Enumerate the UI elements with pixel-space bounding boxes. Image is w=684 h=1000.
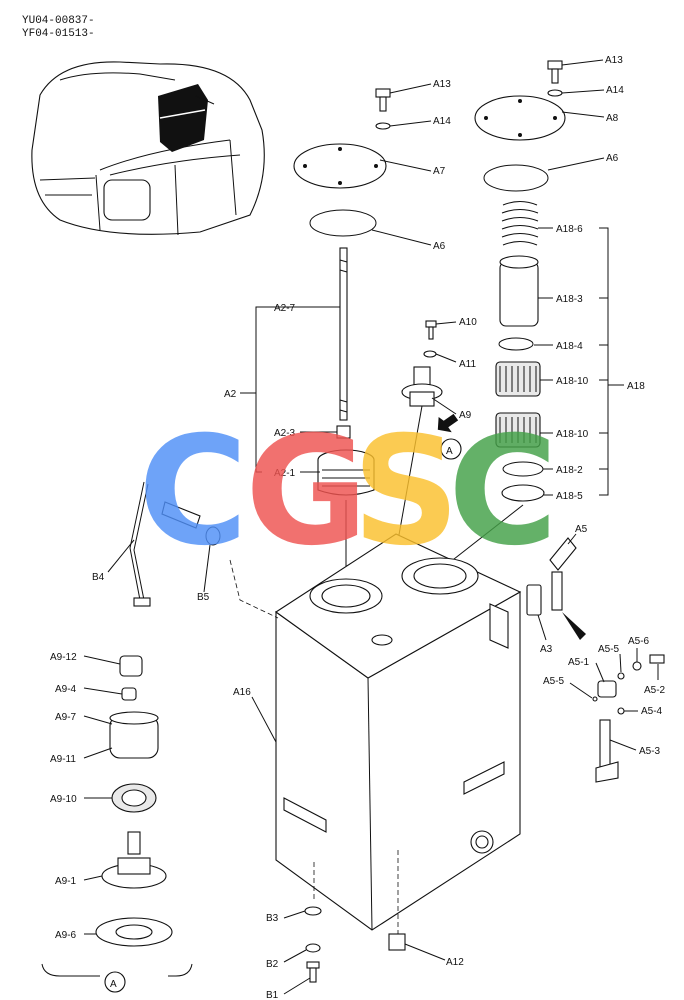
label-a9-6: A9-6 <box>55 930 77 941</box>
label-a14-mid: A14 <box>433 116 451 127</box>
label-a9-7: A9-7 <box>55 712 77 723</box>
watermark-letter-2: G <box>245 405 368 579</box>
label-a14-right: A14 <box>606 85 624 96</box>
label-a9: A9 <box>459 410 472 421</box>
label-a5-5-upper: A5-5 <box>598 644 620 655</box>
label-a2-3: A2-3 <box>274 428 296 439</box>
label-a13-mid: A13 <box>433 79 451 90</box>
label-a16: A16 <box>233 687 251 698</box>
label-a11: A11 <box>459 359 476 370</box>
label-a18-10-lower: A18-10 <box>556 429 589 440</box>
label-a12: A12 <box>446 957 464 968</box>
label-a5-6: A5-6 <box>628 636 650 647</box>
watermark: C G S C <box>138 405 558 579</box>
label-a5-3: A5-3 <box>639 746 661 757</box>
bracket-and-linkage <box>526 537 665 783</box>
label-a5-1: A5-1 <box>568 657 590 668</box>
label-a7: A7 <box>433 166 446 177</box>
detail-view-a: A <box>41 655 193 993</box>
label-b1: B1 <box>266 990 279 1000</box>
label-a18: A18 <box>627 381 645 392</box>
view-a-reference: A <box>446 446 453 457</box>
level-sensor-assembly <box>129 481 221 607</box>
label-a18-2: A18-2 <box>556 465 583 476</box>
return-filter-cover-assembly <box>293 88 391 237</box>
label-a2-1: A2-1 <box>274 468 296 479</box>
label-a9-4: A9-4 <box>55 684 77 695</box>
machine-overview-illustration <box>31 61 265 236</box>
label-a9-12: A9-12 <box>50 652 77 663</box>
label-a18-5: A18-5 <box>556 491 583 502</box>
drain-plug-parts <box>304 906 322 983</box>
label-a18-10-upper: A18-10 <box>556 376 589 387</box>
label-a6-mid: A6 <box>433 241 446 252</box>
label-a5: A5 <box>575 524 588 535</box>
label-b4: B4 <box>92 572 105 583</box>
tank-location-highlight <box>158 84 208 152</box>
hydraulic-tank <box>229 533 522 951</box>
label-a5-2: A5-2 <box>644 685 666 696</box>
label-a8: A8 <box>606 113 619 124</box>
label-a18-4: A18-4 <box>556 341 583 352</box>
label-a18-3: A18-3 <box>556 294 583 305</box>
label-a2: A2 <box>224 389 237 400</box>
watermark-letter-4: C <box>448 405 558 579</box>
filter-element-assembly <box>439 201 545 571</box>
label-a9-11: A9-11 <box>50 754 76 765</box>
label-b2: B2 <box>266 959 279 970</box>
model-code-1: YU04-00837- <box>22 15 95 27</box>
watermark-letter-1: C <box>138 405 248 579</box>
label-a9-10: A9-10 <box>50 794 77 805</box>
label-a2-7: A2-7 <box>274 303 296 314</box>
label-a3: A3 <box>540 644 553 655</box>
model-code-2: YF04-01513- <box>22 28 95 40</box>
label-a6-right: A6 <box>606 153 619 164</box>
label-a18-6: A18-6 <box>556 224 583 235</box>
breather-cover-assembly <box>474 60 566 192</box>
leader-lines <box>83 59 659 995</box>
label-b3: B3 <box>266 913 279 924</box>
watermark-letter-3: S <box>352 405 460 579</box>
label-b5: B5 <box>197 592 210 603</box>
label-a13-right: A13 <box>605 55 623 66</box>
label-a10: A10 <box>459 317 477 328</box>
label-a5-4: A5-4 <box>641 706 663 717</box>
callout-labels: A13 A14 A8 A6 A13 A14 A7 A6 A18-6 A18-3 … <box>50 55 666 1000</box>
label-a9-1: A9-1 <box>55 876 77 887</box>
label-a5-5-lower: A5-5 <box>543 676 565 687</box>
view-a-marker: A <box>110 979 117 990</box>
